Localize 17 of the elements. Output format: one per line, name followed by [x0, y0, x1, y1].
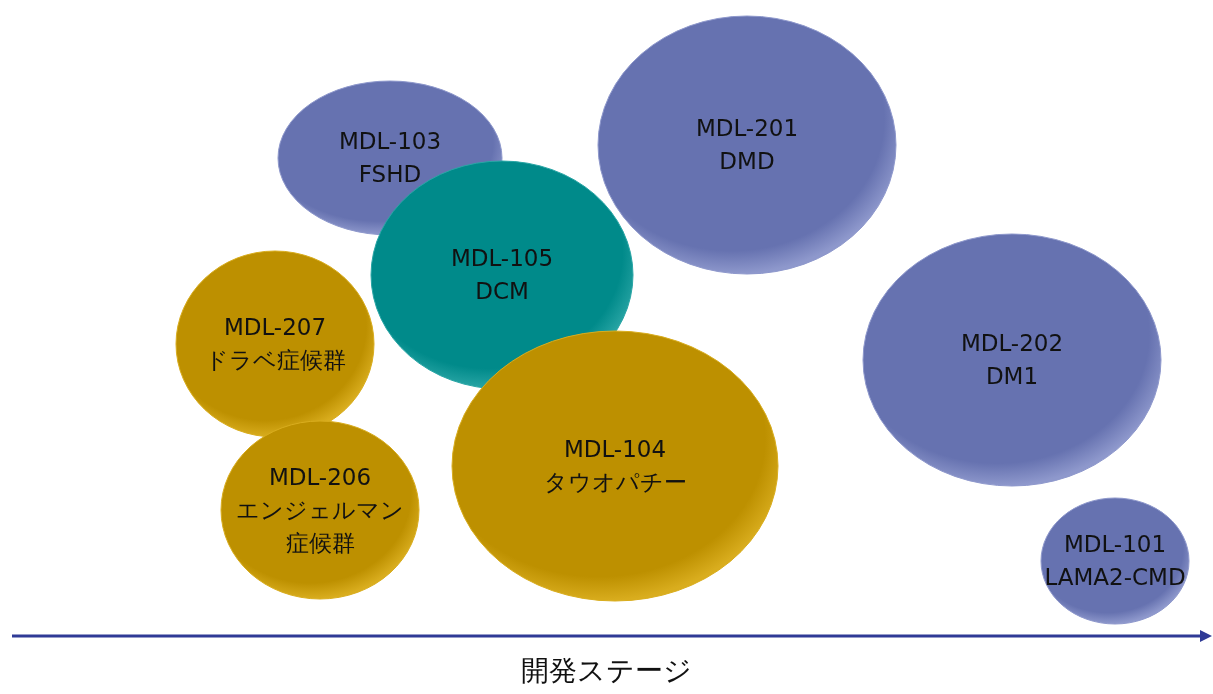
program-code: MDL-101 — [1063, 530, 1167, 559]
disease-name: DMD — [719, 147, 775, 176]
disease-name: ドラベ症候群 — [204, 346, 346, 375]
axis-label: 開発ステージ — [520, 653, 693, 689]
program-code: MDL-105 — [450, 244, 554, 273]
disease-name: DM1 — [985, 362, 1039, 391]
program-code: MDL-206 — [268, 462, 372, 492]
disease-name: DCM — [475, 277, 529, 306]
program-code: MDL-201 — [695, 114, 799, 143]
program-code: MDL-103 — [338, 127, 442, 156]
program-code: MDL-104 — [563, 435, 667, 464]
program-code: MDL-202 — [960, 329, 1064, 358]
disease-name: LAMA2-CMD — [1044, 563, 1186, 592]
program-code: MDL-207 — [223, 313, 327, 342]
disease-name: タウオパチー — [543, 468, 687, 497]
disease-name: エンジェルマン症候群 — [235, 495, 405, 558]
disease-name: FSHD — [358, 160, 422, 189]
